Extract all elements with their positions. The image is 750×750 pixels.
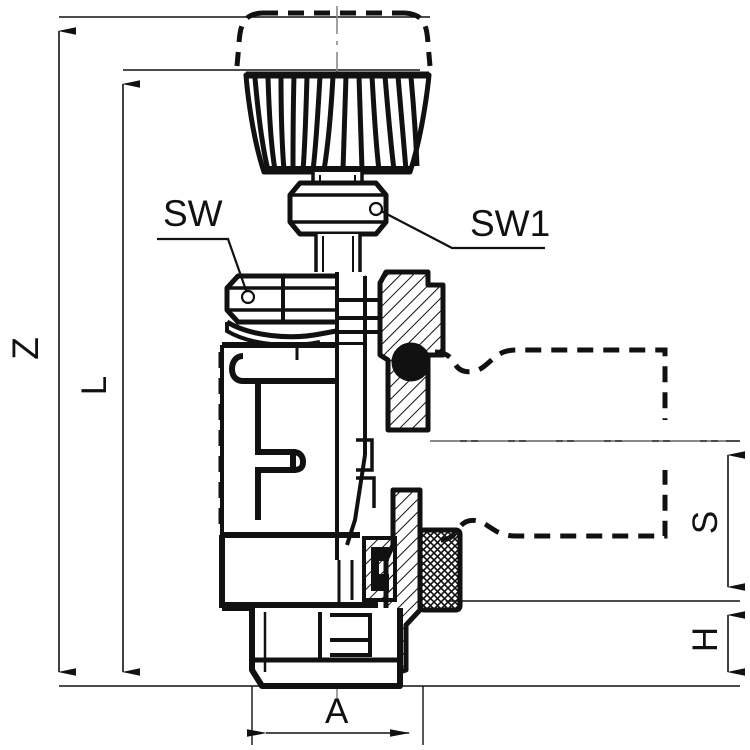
leader-sw xyxy=(157,237,256,305)
dimension-lines xyxy=(58,16,745,745)
valve-body-lower-skirt xyxy=(219,535,378,611)
internal-detail-lines xyxy=(256,345,354,605)
knob-raised-right-outline xyxy=(404,10,433,67)
dimension-label-l: L xyxy=(75,375,115,396)
valve-stem-channel xyxy=(335,272,378,560)
dimension-label-z: Z xyxy=(4,337,46,360)
lock-nut-hexagon xyxy=(287,180,389,237)
valve-assembly xyxy=(219,71,463,689)
valve-stem-lower xyxy=(314,234,362,272)
dimension-a xyxy=(247,686,424,745)
callout-label-sw1: SW1 xyxy=(470,203,551,244)
leader-sw1 xyxy=(368,201,545,250)
bonnet-hex-nut xyxy=(224,273,366,347)
outlet-hose-lower-phantom xyxy=(440,470,668,543)
dimension-label-h: H xyxy=(686,626,726,653)
outlet-hose-upper-phantom xyxy=(434,347,668,420)
knurled-lower-ring xyxy=(417,527,463,613)
dimension-h xyxy=(430,611,745,687)
callout-label-sw: SW xyxy=(163,193,223,234)
leader-lines xyxy=(157,201,545,305)
dimension-label-s: S xyxy=(686,510,726,535)
dimension-l xyxy=(122,69,420,676)
knurled-adjustment-knob xyxy=(243,71,432,175)
o-ring-seal xyxy=(391,342,431,382)
inlet-connection-thread xyxy=(249,608,403,689)
knob-knurl-ribs xyxy=(252,75,420,171)
dimension-label-a: A xyxy=(325,692,349,731)
knob-raised-left-outline xyxy=(234,10,263,67)
